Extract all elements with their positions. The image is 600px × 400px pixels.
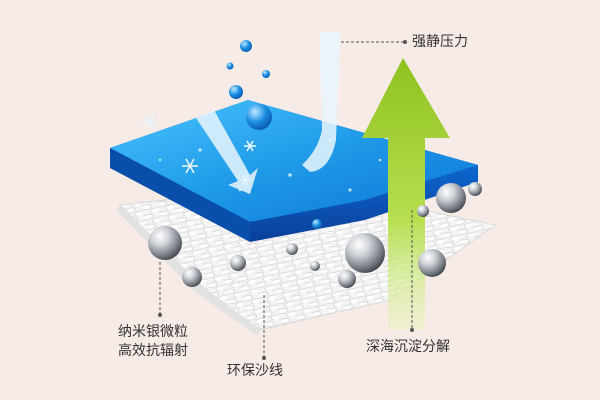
snowflake-icon bbox=[142, 114, 256, 185]
silver-sphere-icon bbox=[148, 182, 482, 288]
water-droplet-icon bbox=[226, 40, 322, 229]
yarn-label: 环保沙线 bbox=[227, 363, 283, 379]
nano-silver-label-line2: 高效抗辐射 bbox=[118, 343, 188, 359]
up-arrow-icon bbox=[362, 58, 450, 330]
pressure-label: 强静压力 bbox=[412, 34, 468, 50]
leader-lines bbox=[159, 41, 413, 358]
deep-sea-label: 深海沉淀分解 bbox=[366, 339, 450, 355]
curved-arrow-icon bbox=[196, 32, 340, 194]
nano-silver-label-line1: 纳米银微粒 bbox=[118, 324, 188, 340]
